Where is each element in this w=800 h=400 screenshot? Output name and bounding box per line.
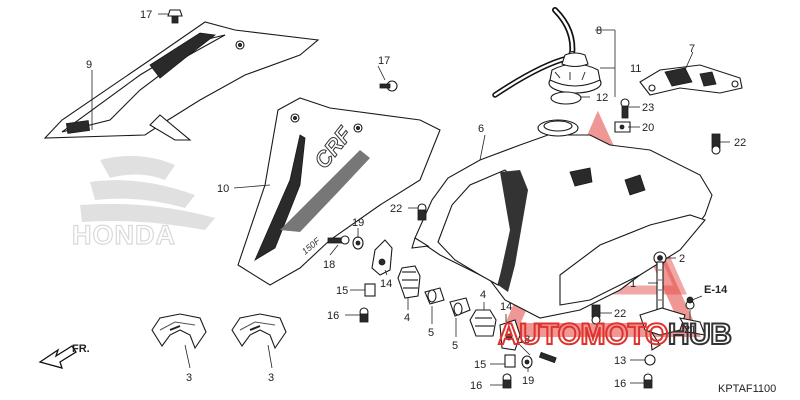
callout-11: 11 bbox=[630, 63, 641, 75]
honda-wing-logo: HONDA bbox=[71, 156, 215, 251]
tank-bracket-part bbox=[639, 64, 743, 96]
fasteners bbox=[167, 9, 721, 389]
callout-19-right: 19 bbox=[522, 375, 534, 387]
callout-20: 20 bbox=[642, 122, 654, 134]
callout-15-left: 15 bbox=[336, 285, 348, 297]
watermark-moto: MOTO bbox=[580, 318, 668, 351]
rubber-dampers bbox=[397, 265, 497, 337]
callout-3-left: 3 bbox=[186, 372, 192, 384]
callout-17-top: 17 bbox=[140, 9, 152, 21]
callout-1: 1 bbox=[630, 278, 636, 290]
shroud-side-part: CRF 150F bbox=[237, 97, 441, 286]
rubber-mounts bbox=[151, 313, 287, 350]
callout-12: 12 bbox=[596, 92, 608, 104]
callout-16-left: 16 bbox=[327, 310, 339, 322]
callout-22-left: 22 bbox=[390, 203, 402, 215]
fuel-valve-part bbox=[639, 261, 706, 351]
callout-e14: E-14 bbox=[704, 284, 728, 296]
callout-numbers: 17 9 17 10 8 11 12 7 6 23 20 22 22 19 18… bbox=[86, 9, 746, 392]
callout-18-right: 18 bbox=[518, 334, 530, 346]
mounting-brackets bbox=[371, 239, 521, 351]
callout-22-mid: 22 bbox=[614, 308, 626, 320]
watermark-text: AUTOMOTOHUB bbox=[497, 317, 733, 352]
callout-7: 7 bbox=[689, 43, 695, 55]
fr-label: FR. bbox=[72, 343, 90, 355]
callout-13: 13 bbox=[614, 355, 626, 367]
callout-14-right: 14 bbox=[500, 301, 512, 313]
watermark-auto: AUTO bbox=[498, 318, 581, 351]
callout-14-left: 14 bbox=[380, 278, 392, 290]
callout-21: 21 bbox=[684, 324, 696, 336]
svg-text:AUTOMOTOHUB: AUTOMOTOHUB bbox=[498, 318, 731, 351]
callout-16-right: 16 bbox=[614, 378, 626, 390]
callout-23: 23 bbox=[642, 102, 654, 114]
watermark-hub: HUB bbox=[668, 318, 732, 351]
callout-22-right: 22 bbox=[734, 137, 746, 149]
leader-lines bbox=[91, 13, 730, 386]
callout-5-left: 5 bbox=[428, 327, 434, 339]
callout-6: 6 bbox=[478, 123, 484, 135]
callout-10: 10 bbox=[217, 183, 229, 195]
callout-18-left: 18 bbox=[323, 259, 335, 271]
callout-15-right: 15 bbox=[474, 359, 486, 371]
callout-5-right: 5 bbox=[452, 340, 458, 352]
fuel-tank-part bbox=[411, 119, 713, 319]
callout-3-right: 3 bbox=[268, 372, 274, 384]
callout-2: 2 bbox=[679, 253, 685, 265]
honda-brand-text: HONDA bbox=[72, 220, 176, 250]
collars bbox=[424, 287, 471, 317]
cap-gasket-part bbox=[550, 91, 582, 105]
callout-9: 9 bbox=[86, 59, 92, 71]
callout-16-mid: 16 bbox=[470, 380, 482, 392]
callout-8: 8 bbox=[596, 25, 602, 37]
callout-17-right: 17 bbox=[378, 55, 390, 67]
drawing-code: KPTAF1100 bbox=[718, 383, 776, 395]
fuel-cap-part bbox=[548, 52, 602, 94]
front-direction-arrow: FR. bbox=[38, 343, 90, 369]
shroud-upper-part bbox=[43, 21, 320, 141]
callout-19-left: 19 bbox=[352, 217, 364, 229]
callout-4-right: 4 bbox=[480, 289, 486, 301]
callout-4-left: 4 bbox=[404, 312, 410, 324]
